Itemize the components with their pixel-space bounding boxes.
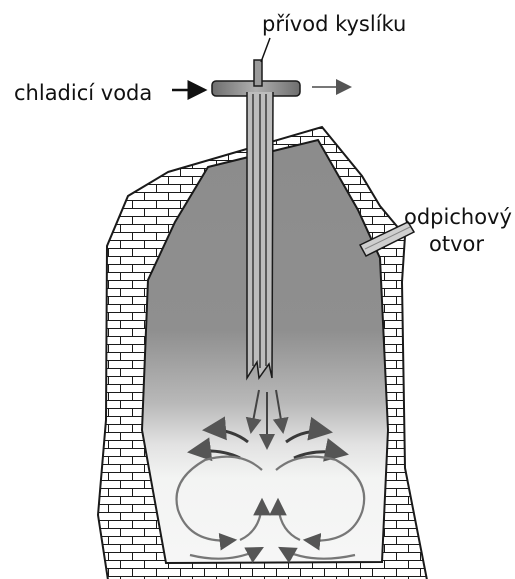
tap-hole-label-line1: odpichový <box>404 205 512 229</box>
oxygen-supply-leader <box>261 38 270 62</box>
tap-hole-label-line2: otvor <box>429 232 484 256</box>
cooling-water-label: chladicí voda <box>14 81 152 105</box>
oxygen-supply-label: přívod kyslíku <box>262 12 406 36</box>
